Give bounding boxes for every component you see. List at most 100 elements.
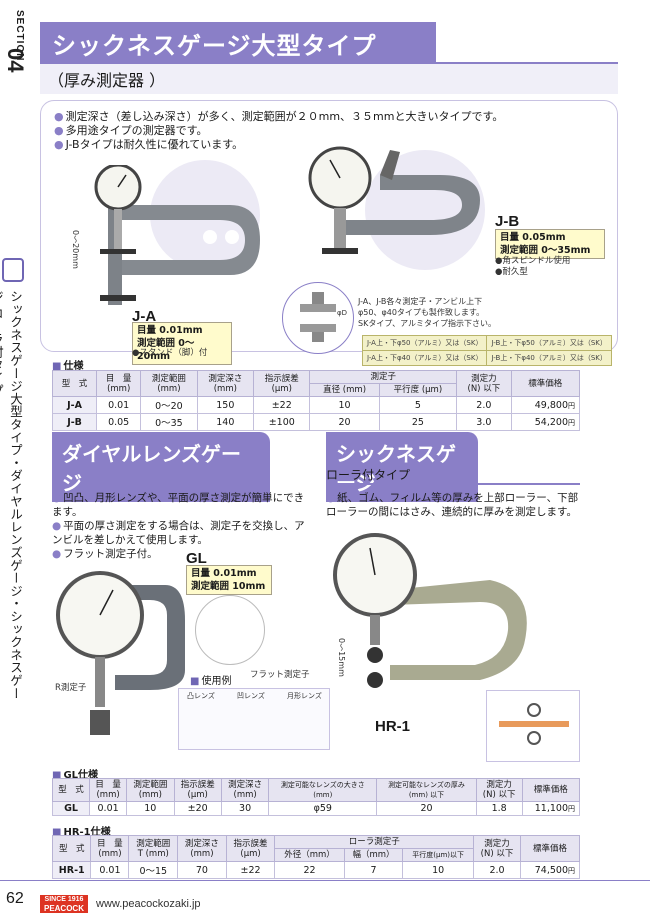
gl-usage-box: 凸レンズ 凹レンズ 月形レンズ: [178, 688, 330, 750]
col-header: 測定可能なレンズの大きさ(mm): [268, 778, 378, 802]
jb-range: 測定範囲 0〜35mm: [500, 245, 591, 256]
hr-range-dimension: 0〜15mm: [337, 638, 346, 677]
col-header: 測定子: [309, 370, 458, 384]
anvil-options-table: J-A上・下φ50（アルミ）又は（SK）J-B上・下φ50（アルミ）又は（SK）…: [361, 335, 612, 366]
cell: 10: [309, 396, 380, 414]
cell: 0〜15: [128, 861, 179, 879]
anvil-line: φ50、φ40タイプも製作致します。: [358, 308, 485, 317]
col-header: 指示誤差(μm): [253, 370, 311, 397]
price-cell: 49,800: [510, 396, 581, 414]
col-header: 型 式: [51, 370, 98, 397]
cell: 0〜35: [140, 413, 198, 431]
cell: 22: [274, 861, 345, 879]
ja-note: ●スタンド（脚）付: [132, 348, 208, 358]
gl-range: 測定範囲 10mm: [191, 581, 266, 592]
ja-gauge-image: [94, 165, 260, 305]
cell: 0〜20: [140, 396, 198, 414]
cell: ±20: [173, 801, 222, 816]
col-header: 測定範囲(mm): [140, 370, 198, 397]
footer-rule: [0, 880, 650, 881]
roller-detail-box: [486, 690, 580, 762]
col-header: 型 式: [51, 835, 92, 862]
anvil-option: J-A上・下φ50（アルミ）又は（SK）: [361, 335, 488, 351]
cell: HR-1: [51, 861, 92, 879]
anvil-text: J-A、J-B各々測定子・アンビル上下 φ50、φ40タイプも製作致します。 S…: [358, 296, 496, 329]
anvil-line: SKタイプ、アルミタイプ指示下さい。: [358, 319, 497, 328]
col-header: 測定力(N) 以下: [456, 370, 512, 397]
anvil-option: J-A上・下φ40（アルミ）又は（SK）: [361, 350, 488, 366]
col-header: 指示誤差(μm): [173, 778, 222, 802]
cell: 10: [402, 861, 475, 879]
cell: 20: [309, 413, 380, 431]
ja-range: 測定範囲 0〜20mm: [137, 338, 195, 362]
usage-label: 凹レンズ: [237, 692, 265, 700]
cell: J-A: [51, 396, 98, 414]
col-header: 目 量(mm): [89, 778, 128, 802]
gl-bullet: 凹凸、月形レンズや、平面の厚さ測定が簡単にできます。: [52, 491, 312, 519]
title-band: [40, 22, 436, 62]
col-subheader: 平行度(μm)以下: [402, 848, 475, 862]
col-header: 標準価格: [510, 370, 581, 397]
jb-model-label: J-B: [495, 213, 520, 230]
lower-roller: [527, 731, 541, 745]
cell: 3.0: [456, 413, 512, 431]
hr-subtitle: ローラ付タイプ: [326, 466, 580, 485]
col-header: 測定深さ(mm): [177, 835, 227, 862]
website-link[interactable]: www.peacockozaki.jp: [96, 898, 201, 910]
cell: 0.01: [90, 861, 130, 879]
anvil-option: J-B上・下φ50（アルミ）又は（SK）: [486, 335, 612, 351]
col-header: 標準価格: [521, 778, 581, 802]
jb-resolution: 目量 0.05mm: [500, 232, 566, 243]
cell: 10: [126, 801, 175, 816]
intro-bullet: J-Bタイプは耐久性に優れています。: [54, 138, 503, 152]
col-header: 標準価格: [520, 835, 580, 862]
table-row: GL 0.01 10 ±20 30 φ59 20 1.8 11,100: [51, 801, 581, 816]
logo-since: SINCE 1916: [44, 896, 84, 903]
cell: 1.8: [475, 801, 523, 816]
cell: 30: [220, 801, 270, 816]
sidebar-title: シックネスゲージ大型タイプ・ダイヤルレンズゲージ・シックネスゲージ ローラ付タイ…: [0, 290, 23, 700]
anvil-diameter: φD: [337, 309, 348, 317]
col-subheader: 外径（mm）: [274, 848, 345, 862]
col-header: 測定可能なレンズの厚み(mm) 以下: [376, 778, 477, 802]
cell: 0.01: [89, 801, 128, 816]
cell: ±100: [253, 413, 311, 431]
sheet-material: [499, 721, 569, 727]
upper-roller: [527, 703, 541, 717]
table-row: J-A 0.01 0〜20 150 ±22 10 5 2.0 49,800: [51, 396, 581, 414]
col-header: 測定深さ(mm): [220, 778, 270, 802]
col-header: ローラ測定子: [274, 835, 475, 849]
cell: 0.05: [96, 413, 142, 431]
gl-spec-table: 型 式 目 量(mm) 測定範囲(mm) 指示誤差(μm) 測定深さ(mm) 測…: [51, 778, 581, 816]
col-subheader: 直径 (mm): [309, 383, 380, 397]
gl-spec-box: 目量 0.01mm 測定範囲 10mm: [186, 565, 272, 595]
price-cell: 74,500: [520, 861, 580, 879]
usage-label: 月形レンズ: [287, 692, 322, 700]
anvil-option: J-B上・下φ40（アルミ）又は（SK）: [486, 350, 612, 366]
anvil-line: J-A、J-B各々測定子・アンビル上下: [358, 297, 483, 306]
cell: 25: [378, 413, 458, 431]
gl-bullet: フラット測定子付。: [52, 547, 312, 561]
hr-model-label: HR-1: [375, 718, 411, 735]
col-header: 指示誤差(μm): [225, 835, 276, 862]
gl-resolution: 目量 0.01mm: [191, 568, 257, 579]
col-subheader: 幅（mm）: [343, 848, 404, 862]
cell: 2.0: [456, 396, 512, 414]
spec-table: 型 式 目 量(mm) 測定範囲(mm) 測定深さ(mm) 指示誤差(μm) 測…: [51, 370, 581, 431]
page-title: シックネスゲージ大型タイプ: [52, 32, 377, 60]
cell: ±22: [253, 396, 311, 414]
cell: 7: [343, 861, 404, 879]
spec-table-heading: 仕様: [52, 357, 83, 372]
col-header: 型 式: [51, 778, 91, 802]
hr-bullets: 紙、ゴム、フィルム等の厚みを上部ローラー、下部ローラーの間にはさみ、連続的に厚み…: [326, 491, 586, 519]
cell: 140: [196, 413, 255, 431]
table-row: J-B 0.05 0〜35 140 ±100 20 25 3.0 54,200: [51, 413, 581, 431]
col-header: 目 量(mm): [90, 835, 130, 862]
price-cell: 54,200: [510, 413, 581, 431]
cell: 70: [177, 861, 227, 879]
hr-table-heading: HR-1仕様: [52, 823, 110, 838]
gl-bullet: 平面の厚さ測定をする場合は、測定子を交換し、アンビルを差しかえて使用します。: [52, 519, 312, 547]
ja-spec-box: 目量 0.01mm 測定範囲 0〜20mm: [132, 322, 232, 365]
